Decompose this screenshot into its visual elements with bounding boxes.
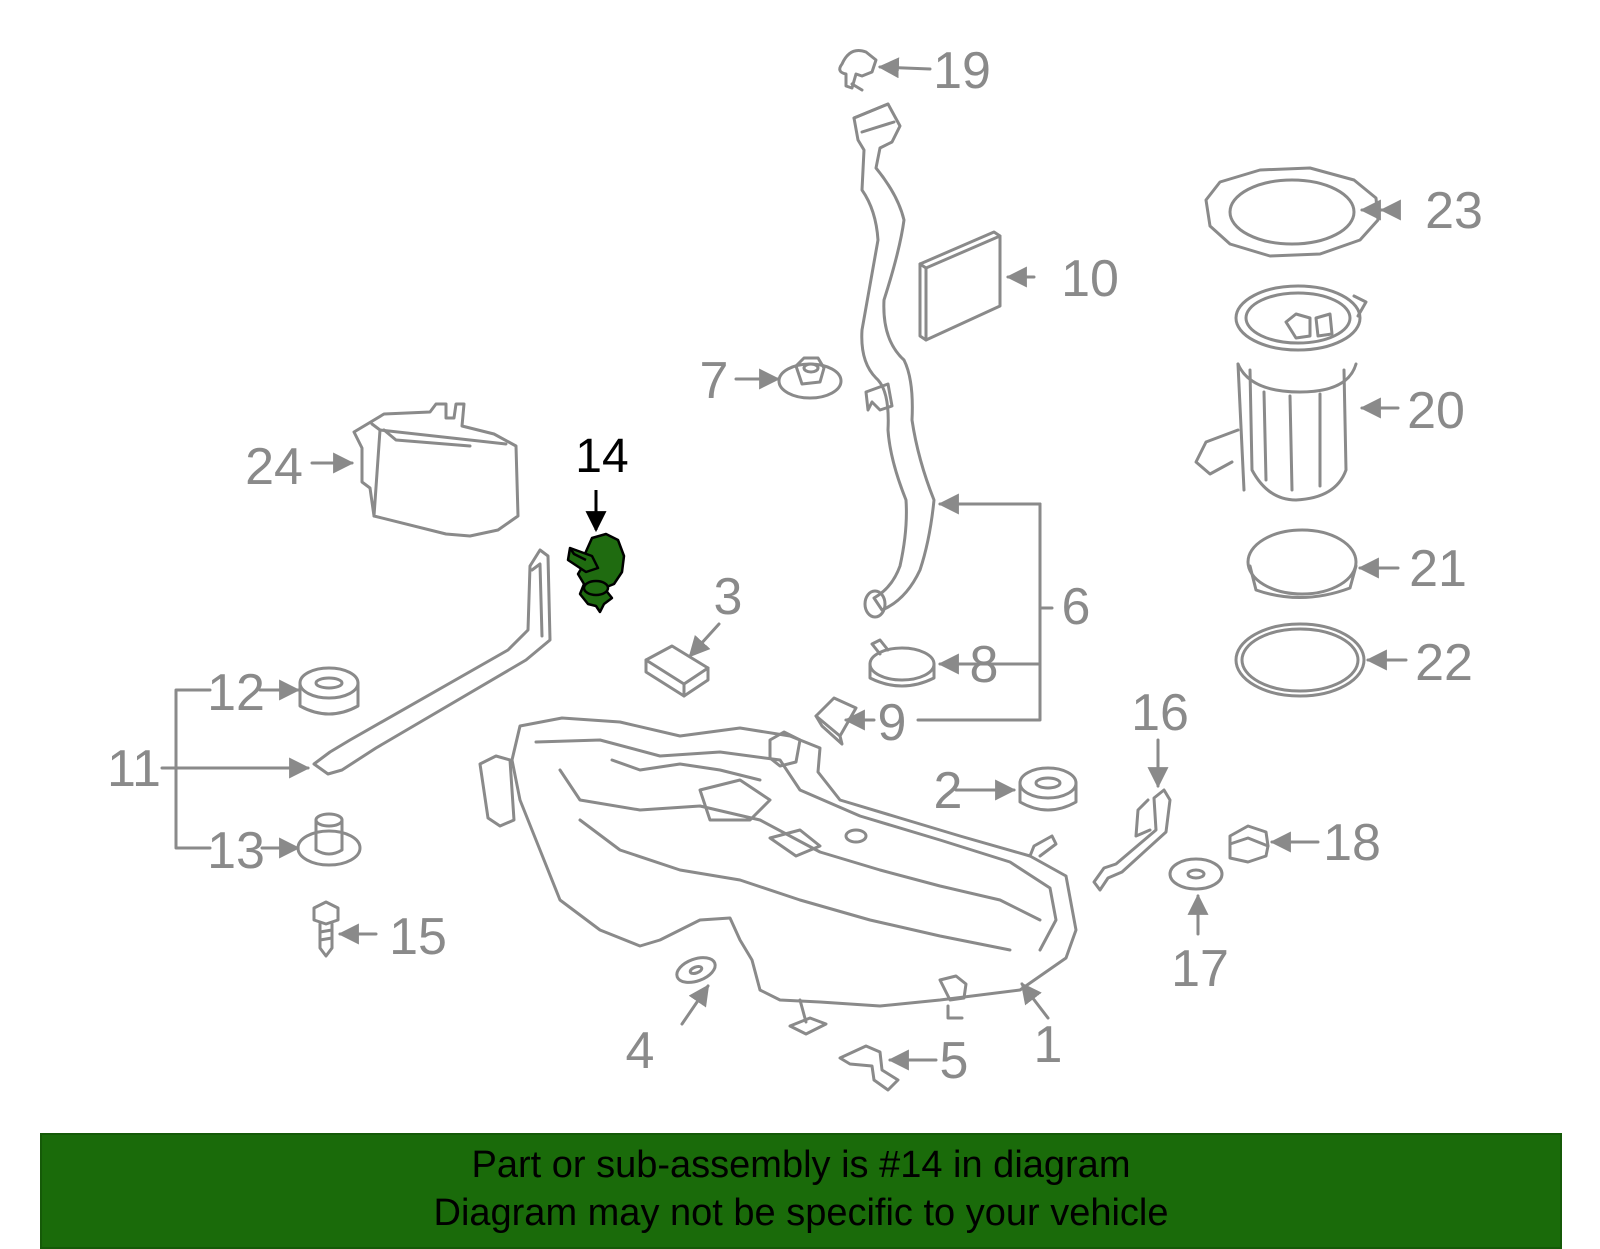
banner-disclaimer-line: Diagram may not be specific to your vehi… [433, 1192, 1169, 1234]
rubber-bumper-part [1018, 766, 1078, 812]
callout-2: 2 [934, 762, 963, 820]
callout-18: 18 [1323, 814, 1381, 872]
bolt-part [312, 900, 340, 958]
callout-23: 23 [1425, 182, 1483, 240]
callout-6: 6 [1062, 578, 1091, 636]
callout-5: 5 [940, 1032, 969, 1090]
callout-22: 22 [1415, 634, 1473, 692]
callout-3: 3 [714, 568, 743, 626]
washer-part [1168, 857, 1224, 891]
callout-9: 9 [878, 694, 907, 752]
callout-15: 15 [389, 908, 447, 966]
callout-17: 17 [1171, 940, 1229, 998]
seal-ring-part [1234, 622, 1366, 698]
level-sensor-part [1092, 788, 1172, 892]
hose-clamp-part [868, 638, 936, 688]
tank-strap-part [312, 548, 552, 776]
filler-neck-part [852, 102, 936, 619]
callout-13: 13 [207, 822, 265, 880]
callout-12: 12 [207, 664, 265, 722]
callout-21: 21 [1409, 540, 1467, 598]
callout-14-highlighted: 14 [575, 430, 628, 483]
retaining-ring-part [1246, 528, 1358, 599]
callout-4: 4 [626, 1022, 655, 1080]
callout-11: 11 [107, 740, 161, 798]
highlighted-part-14 [566, 532, 626, 614]
grommet-part [296, 812, 362, 867]
small-washer-part [675, 956, 717, 984]
banner-part-line: Part or sub-assembly is #14 in diagram [471, 1144, 1131, 1186]
callout-7: 7 [700, 352, 729, 410]
fuel-pump-part [1194, 284, 1368, 502]
pad-part [918, 230, 1002, 342]
nut-part [777, 356, 843, 400]
rubber-bumper-top-part [298, 666, 360, 716]
plug-part [1228, 824, 1270, 864]
callout-labels: 1 2 3 4 5 6 7 8 9 10 11 12 13 15 16 17 1… [107, 42, 1483, 1090]
callout-16: 16 [1131, 684, 1189, 742]
fuel-tank-part [478, 716, 1078, 1036]
callout-19: 19 [933, 42, 991, 100]
clip-part [814, 696, 858, 746]
small-pad-part [644, 644, 710, 698]
leader-lines [160, 57, 1408, 1071]
lock-ring-part [1204, 166, 1380, 258]
callout-10: 10 [1061, 250, 1119, 308]
callout-20: 20 [1407, 382, 1465, 440]
control-module-part [352, 402, 520, 538]
callout-1: 1 [1034, 1016, 1063, 1074]
callout-8: 8 [970, 636, 999, 694]
filler-cap-part [838, 49, 878, 92]
diagram-canvas: 1 2 3 4 5 6 7 8 9 10 11 12 13 15 16 17 1… [107, 42, 1483, 1092]
callout-24: 24 [245, 438, 303, 496]
bracket-part [838, 1044, 900, 1092]
info-banner: Part or sub-assembly is #14 in diagram D… [40, 1133, 1562, 1249]
